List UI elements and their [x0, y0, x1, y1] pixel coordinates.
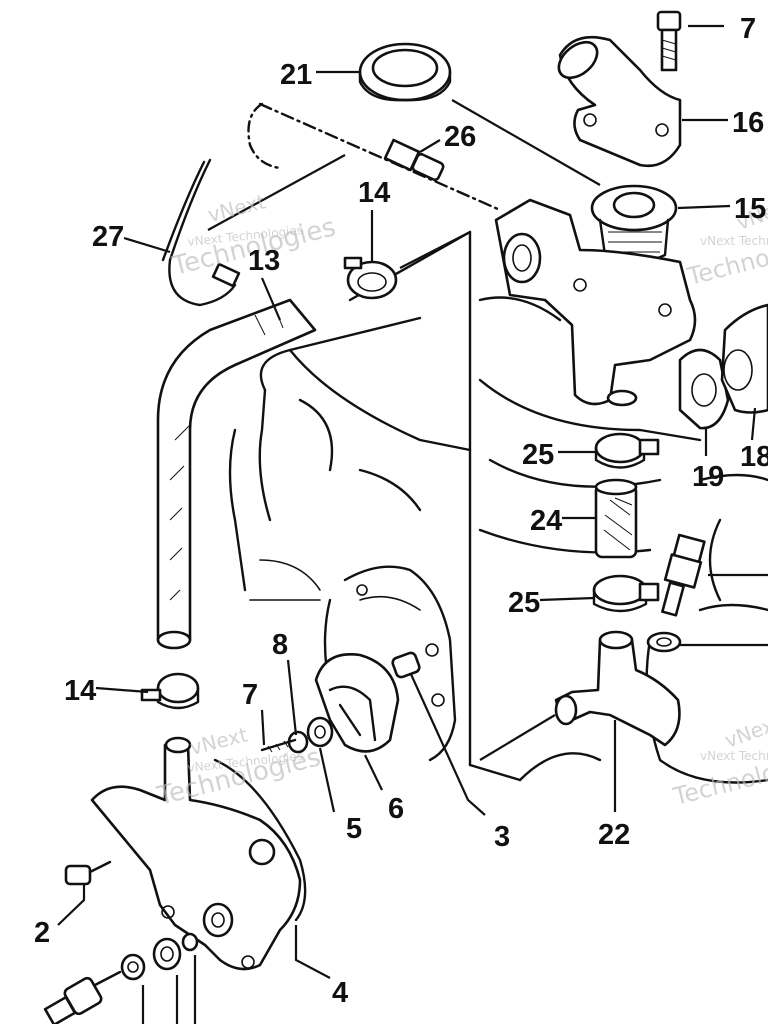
clamp-14-lower	[140, 672, 200, 710]
callout-24: 24	[530, 505, 562, 537]
callout-21: 21	[280, 59, 312, 91]
watermark-line1-b: vNext	[187, 722, 250, 759]
callout-2: 2	[34, 917, 50, 949]
water-outlet-body	[494, 198, 697, 407]
callout-18: 18	[740, 441, 768, 473]
callout-14-lower: 14	[64, 675, 96, 707]
callout-8: 8	[272, 629, 288, 661]
callout-7-lower: 7	[242, 679, 258, 711]
callout-6: 6	[388, 793, 404, 825]
clamp-14-top	[343, 256, 398, 300]
callout-5: 5	[346, 813, 362, 845]
gasket-19	[678, 348, 730, 430]
callout-16: 16	[732, 107, 764, 139]
callout-19: 19	[692, 461, 724, 493]
fitting-bottom-left	[43, 970, 122, 1024]
seal-3	[391, 651, 421, 679]
pipe-22	[554, 630, 681, 747]
callout-26: 26	[444, 121, 476, 153]
callout-22: 22	[598, 819, 630, 851]
callout-4: 4	[332, 977, 348, 1009]
bolt-7-lower	[260, 738, 297, 753]
callout-13: 13	[248, 245, 280, 277]
watermark-line3-c: vNext Technologies	[700, 234, 768, 248]
leader-lines	[207, 99, 601, 816]
clamp-25-lower	[592, 574, 660, 613]
engine-block	[228, 230, 768, 784]
elbow-18	[720, 303, 768, 414]
washer-right	[646, 631, 768, 653]
callout-25-upper: 25	[522, 439, 554, 471]
bolt-2	[64, 860, 112, 886]
washer-5	[306, 716, 334, 748]
pump-housing	[90, 736, 307, 971]
thermostat-15	[590, 184, 678, 264]
clamp-25-upper	[594, 432, 660, 469]
washers-bottom	[120, 932, 199, 1024]
callout-27: 27	[92, 221, 124, 253]
hose-24	[594, 478, 638, 559]
callout-25-lower: 25	[508, 587, 540, 619]
seal-ring-21	[358, 42, 452, 102]
callout-15: 15	[734, 193, 766, 225]
watermark-line3-d: vNext Technologies	[700, 749, 768, 763]
watermark-line1-d: vNext	[722, 710, 768, 753]
callout-leaders	[57, 24, 757, 979]
sensor-26	[383, 138, 445, 182]
callout-labels: 7 21 16 26 15 14 27 13 25 19 18 24 25 8 …	[34, 13, 768, 1009]
thermostat-housing-16	[557, 35, 682, 168]
callout-7-top: 7	[740, 13, 756, 45]
temperature-sensor	[661, 533, 768, 617]
watermark-line1: vNext	[205, 189, 268, 226]
callout-14-top: 14	[358, 177, 390, 209]
impeller-6	[314, 652, 400, 753]
bolt-7-top	[656, 10, 682, 72]
callout-3: 3	[494, 821, 510, 853]
wire-27	[161, 158, 241, 307]
